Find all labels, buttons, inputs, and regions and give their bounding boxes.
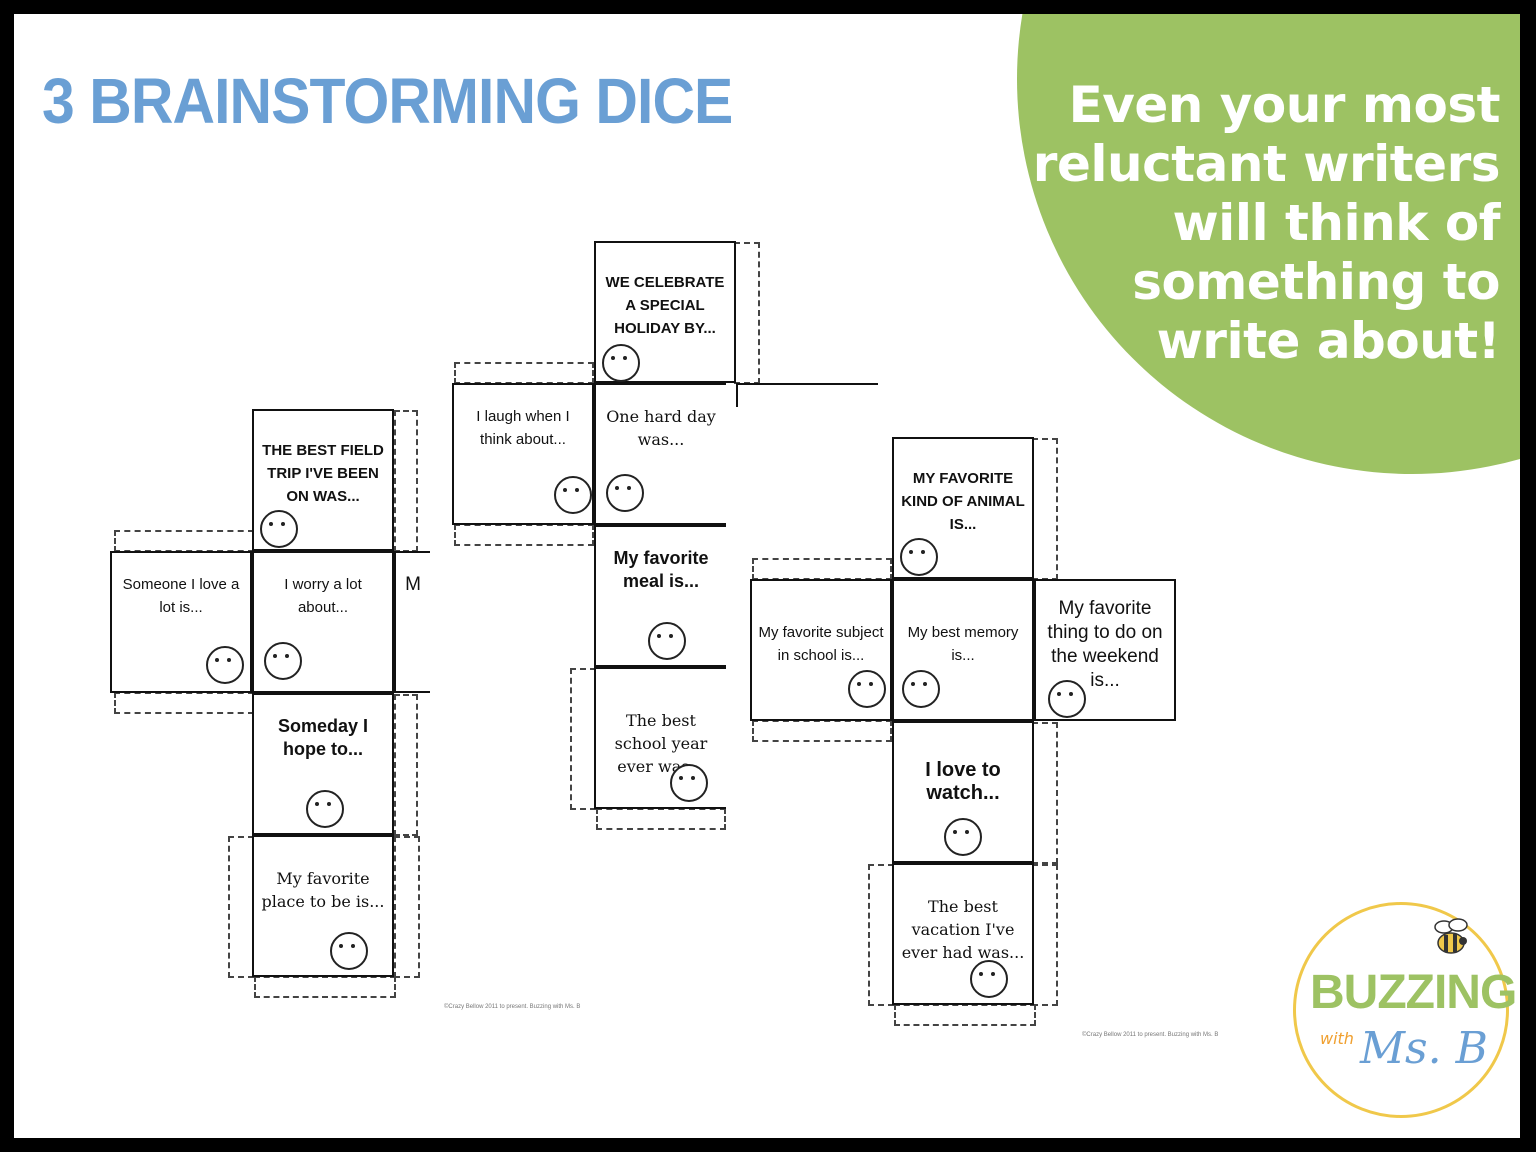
buzzing-logo: BUZZING with Ms. B xyxy=(1293,902,1517,1118)
glue-tab xyxy=(1032,722,1058,864)
character-doodle xyxy=(330,932,368,970)
glue-tab xyxy=(868,864,894,1006)
logo-with-text: with xyxy=(1320,1029,1354,1048)
glue-tab xyxy=(228,836,254,978)
character-doodle xyxy=(848,670,886,708)
tagline-line: will think of xyxy=(1172,194,1500,252)
tagline-line: Even your most xyxy=(1068,76,1501,134)
character-doodle xyxy=(264,642,302,680)
character-doodle xyxy=(648,622,686,660)
character-doodle xyxy=(944,818,982,856)
character-doodle xyxy=(602,344,640,382)
glue-tab xyxy=(394,694,418,836)
die2-face-below: My favorite meal is... xyxy=(594,525,726,667)
page-title: 3 BRAINSTORMING DICE xyxy=(42,65,733,137)
character-doodle xyxy=(970,960,1008,998)
character-doodle xyxy=(306,790,344,828)
character-doodle xyxy=(206,646,244,684)
tagline-line: reluctant writers xyxy=(1032,135,1501,193)
bee-icon xyxy=(1434,918,1468,954)
tagline-line: write about! xyxy=(1156,312,1501,370)
glue-tab xyxy=(394,410,418,552)
die1-face-right: M xyxy=(394,551,430,693)
tagline-line: something to xyxy=(1132,253,1500,311)
glue-tab xyxy=(752,558,892,580)
die3-face-below: I love to watch... xyxy=(892,721,1034,863)
glue-tab xyxy=(394,836,420,978)
glue-tab xyxy=(254,976,396,998)
glue-tab xyxy=(454,362,594,384)
logo-name-text: Ms. B xyxy=(1360,1023,1488,1074)
die3-face-top: MY FAVORITE KIND OF ANIMAL IS... xyxy=(892,437,1034,579)
glue-tab xyxy=(596,808,726,830)
die1-face-bottom: My favorite place to be is... xyxy=(252,835,394,977)
glue-tab xyxy=(454,524,594,546)
character-doodle xyxy=(1048,680,1086,718)
character-doodle xyxy=(900,538,938,576)
character-doodle xyxy=(554,476,592,514)
copyright-text: ©Crazy Bellow 2011 to present. Buzzing w… xyxy=(444,1004,581,1010)
die3-face-bottom: The best vacation I've ever had was... xyxy=(892,863,1034,1005)
glue-tab xyxy=(894,1004,1036,1026)
character-doodle xyxy=(260,510,298,548)
copyright-text: ©Crazy Bellow 2011 to present. Buzzing w… xyxy=(1082,1032,1219,1038)
die2-face-right xyxy=(736,383,878,407)
glue-tab xyxy=(570,668,596,810)
glue-tab xyxy=(1032,438,1058,580)
page: Even your most reluctant writers will th… xyxy=(14,14,1520,1138)
character-doodle xyxy=(670,764,708,802)
glue-tab xyxy=(114,692,254,714)
character-doodle xyxy=(606,474,644,512)
tagline: Even your most reluctant writers will th… xyxy=(980,76,1501,371)
glue-tab xyxy=(1032,864,1058,1006)
glue-tab xyxy=(114,530,254,552)
glue-tab xyxy=(734,242,760,384)
character-doodle xyxy=(902,670,940,708)
glue-tab xyxy=(752,720,892,742)
logo-main-text: BUZZING xyxy=(1310,966,1517,1019)
